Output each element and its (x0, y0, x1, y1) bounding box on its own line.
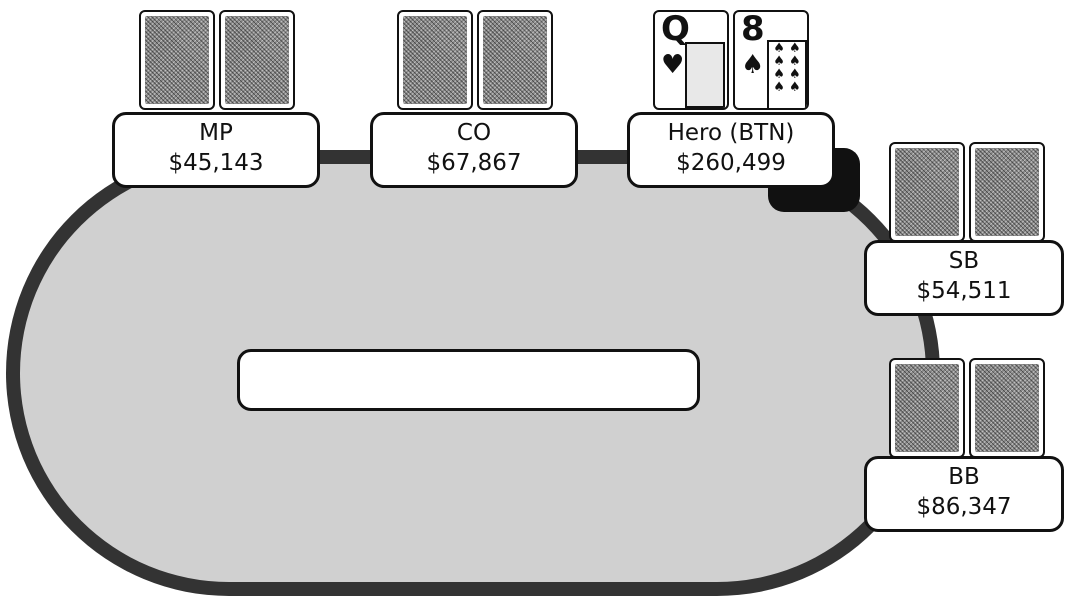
seat-name: CO (373, 118, 575, 148)
co-card-2 (477, 10, 553, 110)
spade-pips: ♠ ♠♠ ♠♠ ♠♠ ♠ (767, 40, 807, 110)
seat-stack: $54,511 (867, 276, 1061, 306)
co-card-1 (397, 10, 473, 110)
card-rank: 8 (741, 10, 765, 49)
seat-mp[interactable]: MP $45,143 (112, 112, 320, 188)
spade-icon: ♠ (741, 50, 764, 80)
seat-stack: $86,347 (867, 492, 1061, 522)
seat-sb[interactable]: SB $54,511 (864, 240, 1064, 316)
hero-card-1[interactable]: Q ♥ (653, 10, 729, 110)
bb-card-2 (969, 358, 1045, 458)
heart-icon: ♥ (661, 50, 684, 80)
seat-hero[interactable]: Hero (BTN) $260,499 (627, 112, 835, 188)
community-board (237, 349, 700, 411)
mp-card-1 (139, 10, 215, 110)
mp-card-2 (219, 10, 295, 110)
seat-name: MP (115, 118, 317, 148)
seat-stack: $45,143 (115, 148, 317, 178)
bb-card-1 (889, 358, 965, 458)
sb-card-1 (889, 142, 965, 242)
seat-stack: $67,867 (373, 148, 575, 178)
seat-bb[interactable]: BB $86,347 (864, 456, 1064, 532)
seat-co[interactable]: CO $67,867 (370, 112, 578, 188)
seat-name: Hero (BTN) (630, 118, 832, 148)
seat-name: BB (867, 462, 1061, 492)
queen-face-art (685, 42, 725, 108)
seat-stack: $260,499 (630, 148, 832, 178)
sb-card-2 (969, 142, 1045, 242)
hero-card-2[interactable]: 8 ♠ ♠ ♠♠ ♠♠ ♠♠ ♠ (733, 10, 809, 110)
seat-name: SB (867, 246, 1061, 276)
